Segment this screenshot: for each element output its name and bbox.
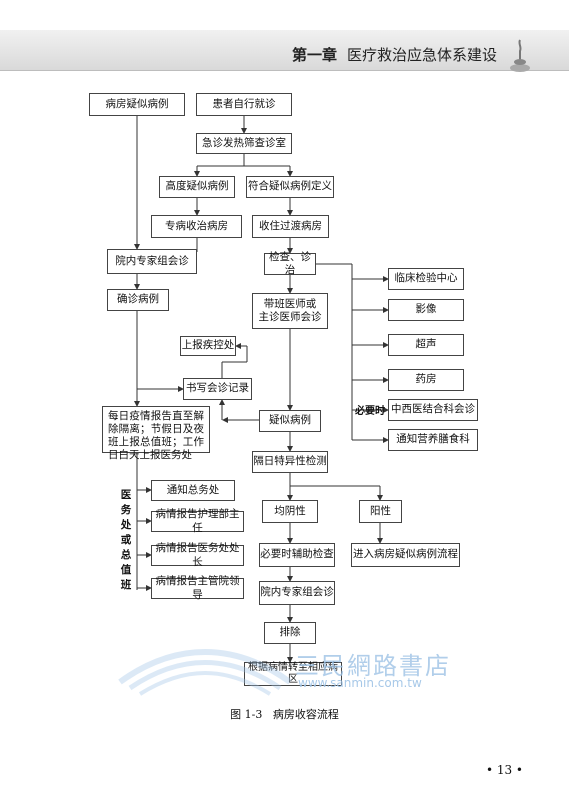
node-confirmed: 确诊病例 xyxy=(107,289,169,311)
node-pharmacy: 药房 xyxy=(388,369,464,391)
node-imaging: 影像 xyxy=(388,299,464,321)
chapter-number: 第一章 xyxy=(291,46,337,64)
node-specificity-test: 隔日特异性检测 xyxy=(252,451,328,473)
node-tcm-dept: 中西医结合科会诊 xyxy=(388,399,478,421)
node-expert-consult: 院内专家组会诊 xyxy=(107,249,197,274)
label-when-needed: 必要时 xyxy=(355,406,385,417)
page-number: • 13 • xyxy=(485,763,523,777)
figure-number: 图 1-3 xyxy=(230,708,263,721)
node-daily-report: 每日疫情报告直至解除隔离；节假日及夜班上报总值班；工作日白天上报医务处 xyxy=(102,406,210,461)
watermark-text: 三民網路書店 xyxy=(295,652,451,680)
node-transfer: 根据病情转至相应病区 xyxy=(244,662,342,686)
node-meets-definition: 符合疑似病例定义 xyxy=(246,176,334,198)
node-exam-treat: 检查、诊治 xyxy=(264,251,316,276)
node-negative: 均阴性 xyxy=(262,500,318,523)
node-dedicated-ward: 专病收治病房 xyxy=(151,215,242,238)
node-ultrasound: 超声 xyxy=(388,334,464,356)
node-doctor-consult: 带班医师或 主诊医师会诊 xyxy=(252,293,328,329)
node-fever-clinic: 急诊发热筛查诊室 xyxy=(196,133,292,154)
chapter-header-band xyxy=(0,30,569,71)
node-ward-suspect: 病房疑似病例 xyxy=(89,93,185,116)
node-nutrition: 通知营养膳食科 xyxy=(388,429,478,451)
figure-title: 病房收容流程 xyxy=(272,708,339,721)
node-report-leader: 病情报告主管院领导 xyxy=(151,575,244,601)
node-transition-ward: 收住过渡病房 xyxy=(252,215,329,238)
node-report-medical: 病情报告医务处处长 xyxy=(151,542,244,568)
node-exclude: 排除 xyxy=(264,622,316,644)
node-suspect-case: 疑似病例 xyxy=(259,410,321,432)
node-aux-exam: 必要时辅助检查 xyxy=(259,543,335,567)
watermark-logo-icon xyxy=(118,649,292,696)
node-lab-center: 临床检验中心 xyxy=(388,268,464,290)
node-expert-consult-2: 院内专家组会诊 xyxy=(259,581,335,605)
label-medical-office-or-duty: 医务处或总值班 xyxy=(120,489,132,591)
node-highly-suspect: 高度疑似病例 xyxy=(159,176,235,198)
chapter-heading: 第一章医疗救治应急体系建设 xyxy=(292,44,497,65)
figure-caption: 图 1-3 病房收容流程 xyxy=(0,706,569,722)
node-positive: 阳性 xyxy=(359,500,402,523)
chapter-emblem-icon xyxy=(510,39,530,72)
watermark-url: www.sanmin.com.tw xyxy=(298,676,422,690)
node-notify-general: 通知总务处 xyxy=(151,480,235,501)
node-report-nursing: 病情报告护理部主任 xyxy=(151,508,244,534)
node-write-record: 书写会诊记录 xyxy=(183,378,252,400)
chapter-title: 医疗救治应急体系建设 xyxy=(346,46,497,64)
node-self-visit: 患者自行就诊 xyxy=(196,93,292,116)
node-enter-flow: 进入病房疑似病例流程 xyxy=(351,543,460,567)
node-report-cdc: 上报疾控处 xyxy=(180,336,236,356)
